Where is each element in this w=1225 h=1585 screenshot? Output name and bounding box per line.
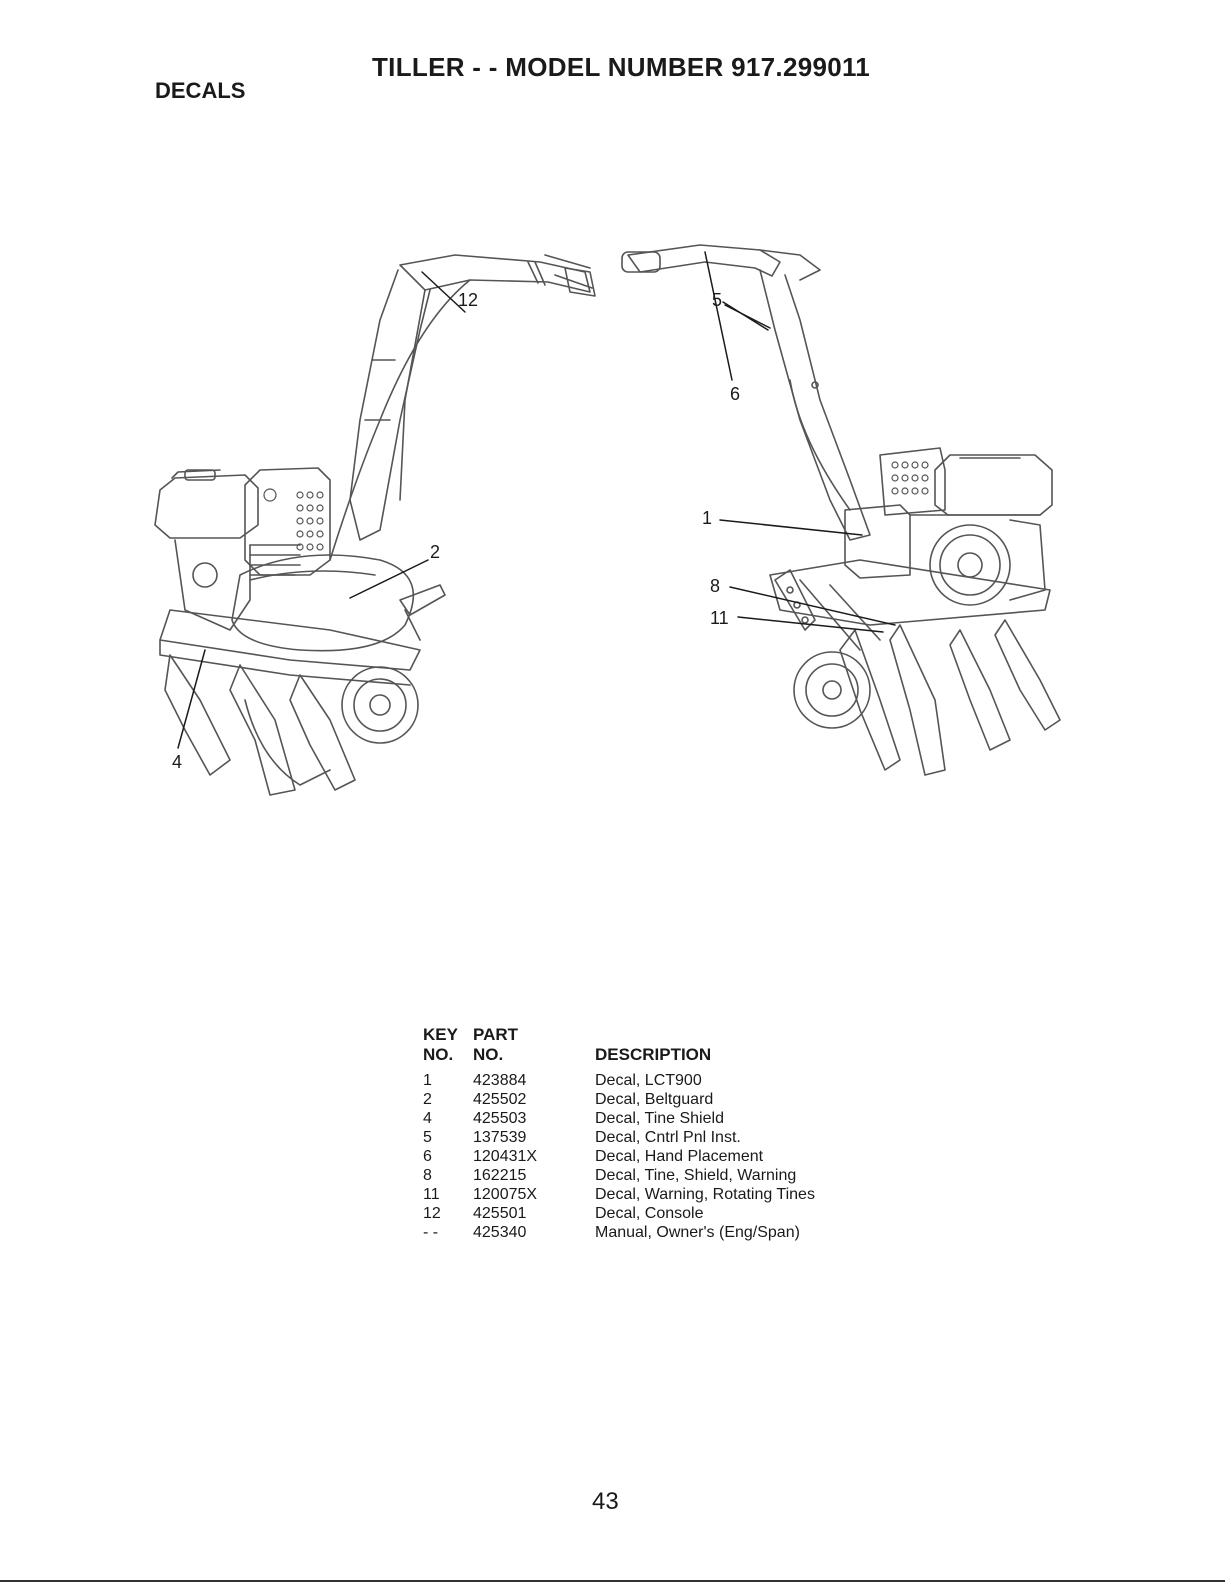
callout-1: 1: [702, 508, 712, 528]
callout-8: 8: [710, 576, 720, 596]
header-key-line1: KEY: [423, 1025, 458, 1044]
row-key: 5: [423, 1129, 432, 1146]
row-description: Decal, Hand Placement: [595, 1148, 764, 1165]
header-part-line2: NO.: [473, 1045, 504, 1064]
row-key: 6: [423, 1148, 432, 1165]
section-heading: DECALS: [155, 78, 246, 103]
callout-5: 5: [712, 290, 722, 310]
row-key: 4: [423, 1110, 432, 1127]
row-part: 120075X: [473, 1186, 538, 1203]
row-description: Decal, Tine Shield: [595, 1110, 724, 1127]
callout-11: 11: [710, 608, 729, 628]
row-description: Decal, Beltguard: [595, 1091, 714, 1108]
row-key: 2: [423, 1091, 432, 1108]
row-description: Decal, Console: [595, 1205, 704, 1222]
row-key: 8: [423, 1167, 432, 1184]
callout-2: 2: [430, 542, 440, 562]
page-number: 43: [592, 1488, 619, 1515]
row-part: 423884: [473, 1072, 527, 1089]
row-part: 425340: [473, 1224, 527, 1241]
row-description: Decal, Cntrl Pnl Inst.: [595, 1129, 741, 1146]
leader-lines: [177, 251, 896, 749]
row-key: 11: [423, 1186, 440, 1203]
row-part: 425501: [473, 1205, 527, 1222]
row-part: 162215: [473, 1167, 527, 1184]
row-description: Decal, Tine, Shield, Warning: [595, 1167, 797, 1184]
row-part: 137539: [473, 1129, 527, 1146]
row-description: Manual, Owner's (Eng/Span): [595, 1224, 800, 1241]
callout-12: 12: [458, 290, 478, 310]
header-key-line2: NO.: [423, 1045, 454, 1064]
row-description: Decal, LCT900: [595, 1072, 702, 1089]
header-description: DESCRIPTION: [595, 1045, 712, 1064]
row-key: - -: [423, 1224, 439, 1241]
right-tiller-drawing: [621, 244, 1061, 776]
row-key: 1: [423, 1072, 432, 1089]
left-tiller-drawing: [154, 254, 596, 796]
header-part-line1: PART: [473, 1025, 519, 1044]
row-part: 120431X: [473, 1148, 538, 1165]
callout-6: 6: [730, 384, 740, 404]
row-description: Decal, Warning, Rotating Tines: [595, 1186, 815, 1203]
callout-4: 4: [172, 752, 182, 772]
row-key: 12: [423, 1205, 441, 1222]
row-part: 425502: [473, 1091, 527, 1108]
row-part: 425503: [473, 1110, 527, 1127]
page-title: TILLER - - MODEL NUMBER 917.299011: [372, 52, 871, 82]
bottom-rule: [0, 1580, 1225, 1582]
